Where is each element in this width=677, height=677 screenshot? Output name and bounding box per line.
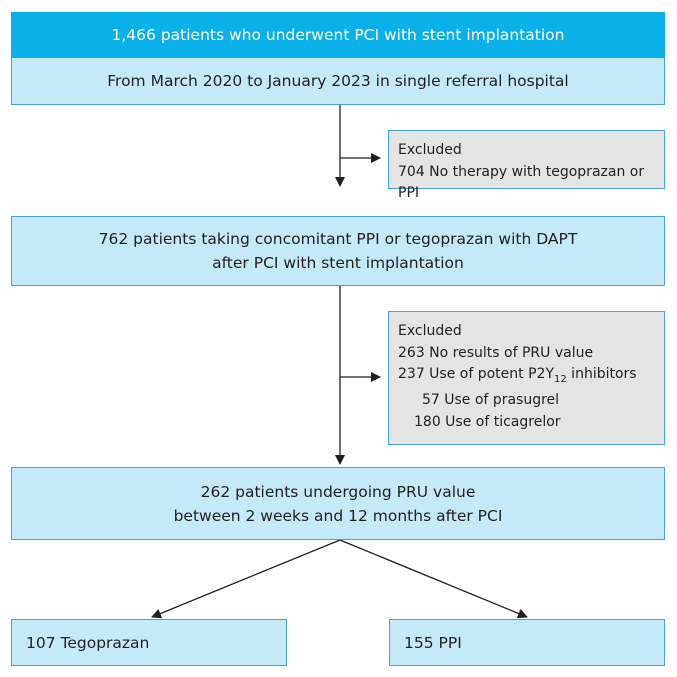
step2-line1: 762 patients taking concomitant PPI or t… bbox=[98, 230, 578, 248]
step3-box: 262 patients undergoing PRU value betwee… bbox=[11, 467, 665, 540]
header-box: 1,466 patients who underwent PCI with st… bbox=[11, 12, 665, 58]
exclusion-1-line: 704 No therapy with tegoprazan or PPI bbox=[398, 163, 645, 202]
step3-line2: between 2 weeks and 12 months after PCI bbox=[173, 506, 503, 525]
step3-line1: 262 patients undergoing PRU value bbox=[200, 482, 476, 501]
exclusion-2-potent: 237 Use of potent P2Y12 inhibitors bbox=[398, 366, 637, 385]
header-text: 1,466 patients who underwent PCI with st… bbox=[111, 26, 565, 44]
tegoprazan-text: 107 Tegoprazan bbox=[26, 633, 150, 652]
exclusion-2-prasugrel: 57 Use of prasugrel bbox=[422, 392, 560, 409]
period-box: From March 2020 to January 2023 in singl… bbox=[11, 58, 665, 105]
step2-line2: after PCI with stent implantation bbox=[212, 254, 464, 272]
period-text: From March 2020 to January 2023 in singl… bbox=[107, 72, 569, 90]
ppi-box: 155 PPI bbox=[389, 619, 665, 666]
exclusion-box-2: Excluded 263 No results of PRU value 237… bbox=[388, 311, 665, 445]
ppi-text: 155 PPI bbox=[404, 633, 462, 652]
exclusion-1-title: Excluded bbox=[398, 142, 462, 158]
arrow-to-ppi bbox=[339, 539, 528, 619]
exclusion-2-title: Excluded bbox=[398, 323, 462, 339]
exclusion-2-pru: 263 No results of PRU value bbox=[398, 344, 594, 361]
exclusion-box-1: Excluded 704 No therapy with tegoprazan … bbox=[388, 130, 665, 201]
tegoprazan-box: 107 Tegoprazan bbox=[11, 619, 287, 666]
step2-box: 762 patients taking concomitant PPI or t… bbox=[11, 216, 665, 286]
exclusion-2-ticagrelor: 180 Use of ticagrelor bbox=[414, 413, 561, 430]
arrow-to-tegoprazan bbox=[151, 539, 341, 619]
